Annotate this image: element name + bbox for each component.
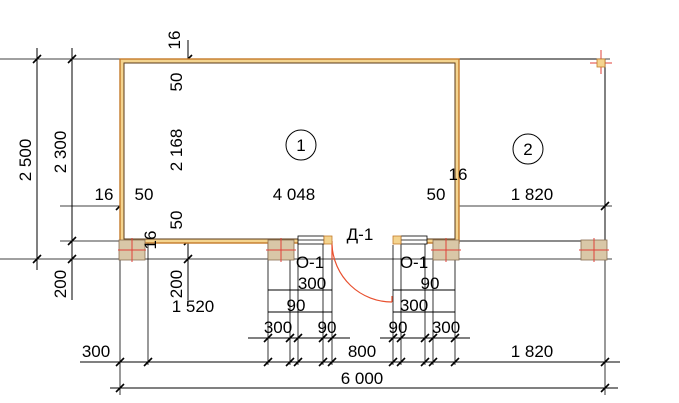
bottom-left-span-label: 1 520 [172,297,215,316]
bottom-right-label: 1 820 [511,342,554,361]
door-label: Д-1 [347,225,374,244]
window-left-label: О-1 [296,253,324,272]
window-right-frame [392,235,428,245]
total-length-label: 6 000 [341,369,384,388]
window-left-300-top: 300 [298,274,326,293]
window-right-90-mid: 90 [421,274,440,293]
room-1-number: 1 [296,136,305,155]
room-height-label: 2 168 [167,129,186,172]
room-1-length-label: 4 048 [273,185,316,204]
window-left-90-mid: 90 [287,296,306,315]
room-2-length-label: 1 820 [511,185,554,204]
window-right-300-low: 300 [432,318,460,337]
height-wall-label: 2 300 [51,131,70,174]
room-2-marker [512,133,544,165]
wall-50-right-label: 50 [427,185,446,204]
v200-left-label: 200 [51,270,70,298]
window-right-label: О-1 [400,253,428,272]
post-center-marks [118,50,612,262]
window-left-frame [297,235,333,245]
wall-50-left-label: 50 [135,185,154,204]
v200-inner-label: 200 [167,270,186,298]
v50-top-label: 50 [167,73,186,92]
height-total-label: 2 500 [16,139,35,182]
window-right-300-top: 300 [400,296,428,315]
door-width-label: 800 [348,342,376,361]
v50-bottom-label: 50 [167,211,186,230]
wall-16-right-label: 16 [449,165,468,184]
room-1-marker [285,129,317,161]
window-left-300-low: 300 [264,318,292,337]
window-left-90-low: 90 [318,318,337,337]
wall-16-left-label: 16 [95,185,114,204]
bottom-left-edge-label: 300 [82,342,110,361]
room-2-number: 2 [523,140,532,159]
door-swing [331,241,393,303]
wall-16-bottom-label: 16 [141,231,160,250]
window-right-90-low: 90 [389,318,408,337]
wall-16-top-label: 16 [165,31,184,50]
